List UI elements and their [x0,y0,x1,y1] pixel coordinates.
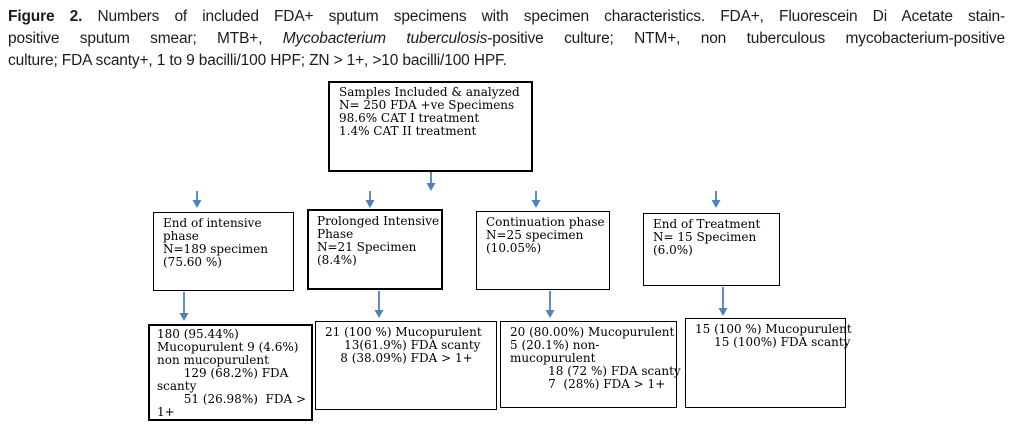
prolonged-intensive-box: Prolonged Intensive Phase N=21 Specimen … [307,209,443,290]
caption-line-2: positive sputum smear; MTB+, Mycobacteri… [8,28,1005,50]
arrow-down-icon [374,291,384,318]
end-of-treatment-box: End of Treatment N= 15 Specimen (6.0%) [643,213,780,286]
species-name-italic: Mycobacterium tuberculosis [282,30,488,47]
arrow-down-icon [179,292,189,321]
arrow-down-icon [545,291,555,318]
figure-caption: Figure 2. Numbers of included FDA+ sputu… [8,6,1005,72]
end-intensive-detail-box: 180 (95.44%) Mucopurulent 9 (4.6%) non m… [148,324,313,421]
arrow-down-icon [365,191,375,208]
caption-text: -positive culture; NTM+, non tuberculous… [487,30,1005,47]
continuation-detail-box: 20 (80.00%) Mucopurulent 5 (20.1%) non- … [500,321,681,408]
samples-included-box: Samples Included & analyzed N= 250 FDA +… [328,81,533,172]
caption-line-3: culture; FDA scanty+, 1 to 9 bacilli/100… [8,50,1005,72]
caption-text: positive sputum smear; MTB+, [8,30,283,47]
treatment-detail-box: 15 (100 %) Mucopurulent 15 (100%) FDA sc… [685,318,852,408]
caption-text: Numbers of included FDA+ sputum specimen… [82,8,1006,25]
arrow-down-icon [192,191,202,208]
arrow-down-icon [718,287,728,316]
caption-line-1: Figure 2. Numbers of included FDA+ sputu… [8,6,1005,28]
arrow-down-icon [711,191,721,208]
arrow-down-icon [531,191,541,208]
caption-text: culture; FDA scanty+, 1 to 9 bacilli/100… [8,52,507,69]
prolonged-detail-box: 21 (100 %) Mucopurulent 13(61.9%) FDA sc… [315,321,497,410]
continuation-phase-box: Continuation phase N=25 specimen (10.05%… [476,211,610,290]
figure-label: Figure 2. [8,8,83,25]
arrow-down-icon [426,171,436,191]
end-intensive-phase-box: End of intensive phase N=189 specimen (7… [153,212,294,291]
